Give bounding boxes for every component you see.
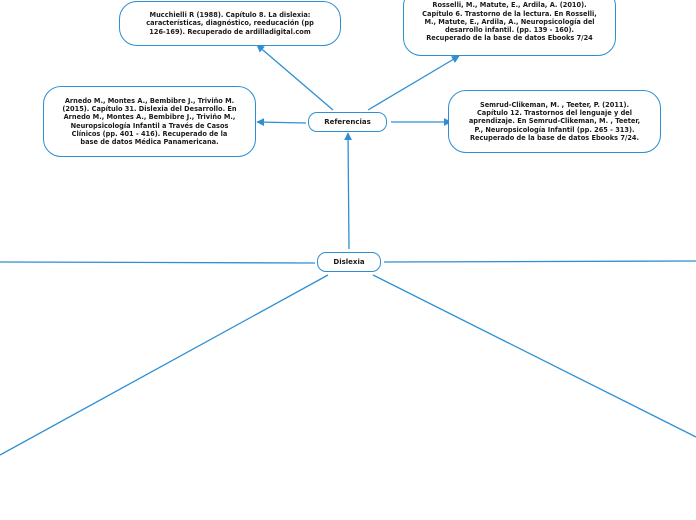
reference-node-rosselli[interactable]: Rosselli, M., Matute, E., Ardila, A. (20…	[403, 0, 616, 56]
reference-node-arnedo[interactable]: Arnedo M., Montes A., Bembibre J., Trivi…	[43, 86, 256, 157]
reference-text-rosselli: Rosselli, M., Matute, E., Ardila, A. (20…	[422, 1, 597, 43]
referencias-node[interactable]: Referencias	[308, 112, 387, 132]
connector-referencias-mucchielli	[256, 44, 334, 111]
reference-text-arnedo: Arnedo M., Montes A., Bembibre J., Trivi…	[62, 96, 237, 147]
connector-dislexia-right	[383, 260, 696, 263]
referencias-label: Referencias	[324, 117, 371, 126]
connector-referencias-arnedo	[256, 118, 307, 127]
central-topic-label: Dislexia	[333, 257, 365, 266]
reference-node-semrud[interactable]: Semrud-Clikeman, M. , Teeter, P. (2011).…	[448, 90, 661, 153]
reference-node-mucchielli[interactable]: Mucchielli R (1988). Capítulo 8. La disl…	[119, 1, 341, 46]
connector-dislexia-left	[0, 261, 316, 264]
connector-dislexia-bottom-left	[0, 274, 329, 456]
central-topic-node[interactable]: Dislexia	[317, 252, 381, 272]
connector-dislexia-bottom-right	[372, 274, 696, 438]
reference-text-semrud: Semrud-Clikeman, M. , Teeter, P. (2011).…	[468, 100, 641, 142]
connector-dislexia-referencias	[344, 132, 352, 250]
reference-text-mucchielli: Mucchielli R (1988). Capítulo 8. La disl…	[146, 11, 314, 36]
connector-referencias-rosselli	[367, 55, 460, 111]
